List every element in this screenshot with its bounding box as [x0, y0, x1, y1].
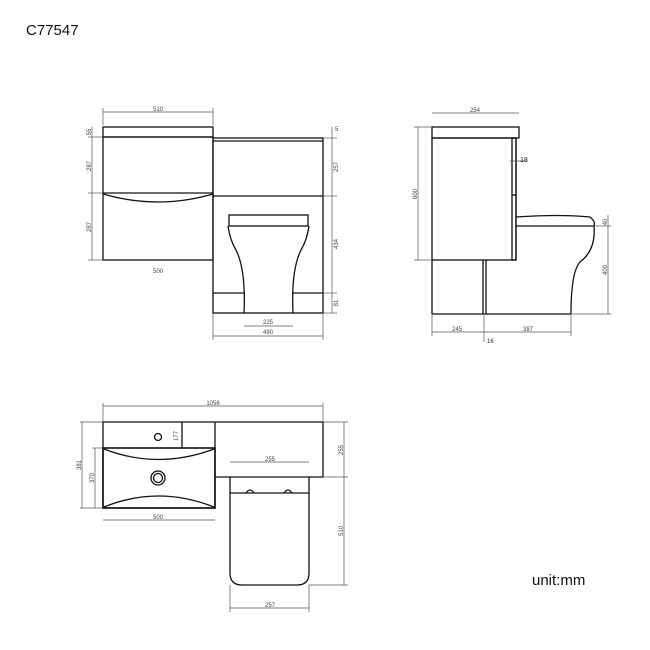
- tap-note: 177: [174, 430, 180, 441]
- dim-plinth: 81: [334, 299, 340, 306]
- dim-unit-width: 490: [263, 330, 274, 336]
- dim-width-top: 510: [153, 107, 164, 113]
- dim-drawer-lower: 287: [87, 221, 93, 232]
- unit-label: unit:mm: [532, 572, 586, 589]
- drawer-handle-curve: [102, 193, 214, 203]
- dim-top-thickness: 55: [87, 128, 93, 135]
- basin-curves: [103, 448, 215, 508]
- dim-seat-width: 255: [265, 457, 276, 463]
- dim-overall-width: 1056: [206, 401, 220, 407]
- countertop-side: [431, 126, 520, 139]
- dim-basin-depth: 381: [77, 459, 83, 470]
- dim-gap-right: 5: [335, 127, 339, 133]
- seat-hinge-icon: [245, 489, 293, 494]
- dim-depth-back: 245: [452, 327, 463, 333]
- dim-height: 600: [413, 188, 419, 199]
- dim-unit-depth: 255: [339, 444, 345, 455]
- dim-projection: 387: [523, 327, 534, 333]
- dim-pan-base: 225: [263, 320, 274, 326]
- dim-bowl-depth: 370: [90, 472, 96, 483]
- dim-drawer-upper: 287: [87, 160, 93, 171]
- drain-outer: [150, 470, 166, 486]
- dim-top-depth: 254: [470, 108, 481, 114]
- toilet-top: [229, 477, 310, 586]
- door-panel: [511, 137, 517, 261]
- dim-basin-width: 500: [153, 515, 164, 521]
- top-view: 177 1056 255 255 510 381 370 500 257: [77, 401, 348, 612]
- dim-door: 18: [520, 157, 528, 164]
- drain-inner: [152, 472, 164, 484]
- toilet-bowl-side: [570, 225, 595, 315]
- toilet-pan: [227, 225, 310, 314]
- basin: [102, 447, 216, 509]
- dim-width-bottom: 500: [153, 269, 164, 275]
- dim-pan-height: 400: [603, 264, 609, 275]
- dim-pan-length: 510: [339, 525, 345, 536]
- countertop-outline: [102, 421, 324, 509]
- toilet-seat: [228, 214, 309, 227]
- toilet-unit: [212, 137, 324, 314]
- dim-plinth-side: 16: [487, 339, 494, 345]
- dim-pan-width: 257: [265, 603, 276, 609]
- side-view: 254 600 18 40 400 245 387 16: [413, 108, 611, 345]
- dim-toilet-panel: 434: [334, 238, 340, 249]
- unit-side: [431, 137, 517, 261]
- front-view: 510 55 287 287 500 5 257 434 81 225 490: [87, 107, 340, 340]
- tap-hole: [153, 432, 163, 442]
- countertop: [102, 126, 214, 138]
- dim-cistern-panel: 257: [334, 161, 340, 172]
- product-code: C77547: [26, 22, 79, 39]
- dim-seat: 40: [603, 218, 609, 225]
- toilet-seat-side: [515, 214, 596, 227]
